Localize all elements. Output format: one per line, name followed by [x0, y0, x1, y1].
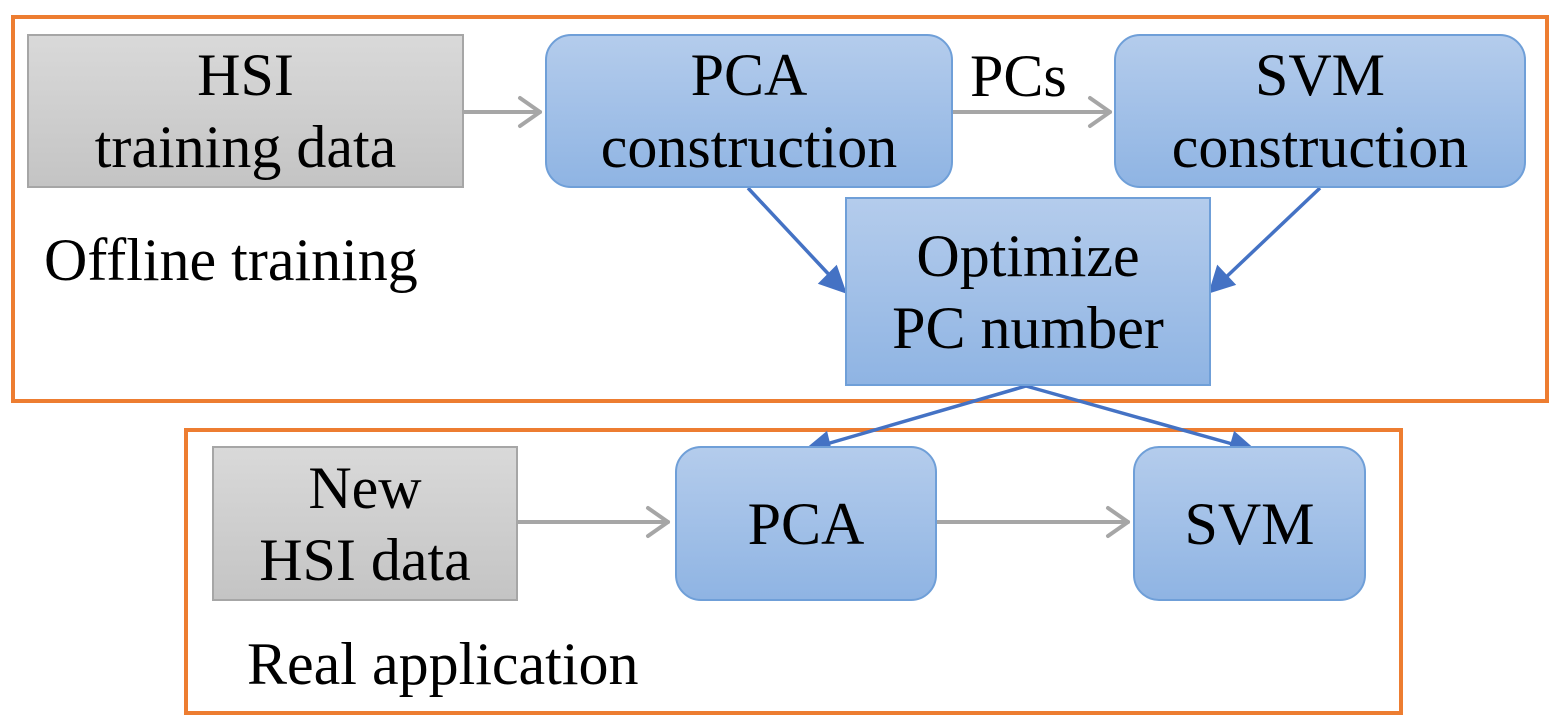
offline-training-label: Offline training: [44, 227, 418, 293]
hsi-training-line2: training data: [94, 114, 397, 180]
real-application-label: Real application: [247, 631, 639, 697]
new-hsi-line2: HSI data: [259, 526, 471, 593]
new-hsi-line1: New: [308, 454, 422, 521]
pca-box: PCA: [675, 446, 937, 601]
hsi-training-line1: HSI: [197, 42, 294, 108]
svm-box: SVM: [1133, 446, 1366, 601]
hsi-training-data-box: HSI training data: [27, 34, 464, 188]
svm-construction-line2: construction: [1171, 114, 1469, 180]
optimize-line1: Optimize: [916, 222, 1140, 289]
svm-construction-box: SVM construction: [1114, 34, 1526, 188]
pca-label: PCA: [747, 490, 865, 557]
real-application-frame: [184, 428, 1403, 715]
pca-construction-box: PCA construction: [545, 34, 953, 188]
svm-label: SVM: [1184, 490, 1315, 557]
offline-training-frame: [11, 15, 1549, 403]
optimize-pc-number-box: Optimize PC number: [845, 197, 1211, 386]
pca-construction-line2: construction: [600, 114, 898, 180]
pca-construction-line1: PCA: [690, 42, 808, 108]
svm-construction-line1: SVM: [1254, 42, 1386, 108]
optimize-line2: PC number: [892, 294, 1164, 361]
pcs-label: PCs: [970, 43, 1067, 109]
new-hsi-data-box: New HSI data: [212, 446, 518, 601]
